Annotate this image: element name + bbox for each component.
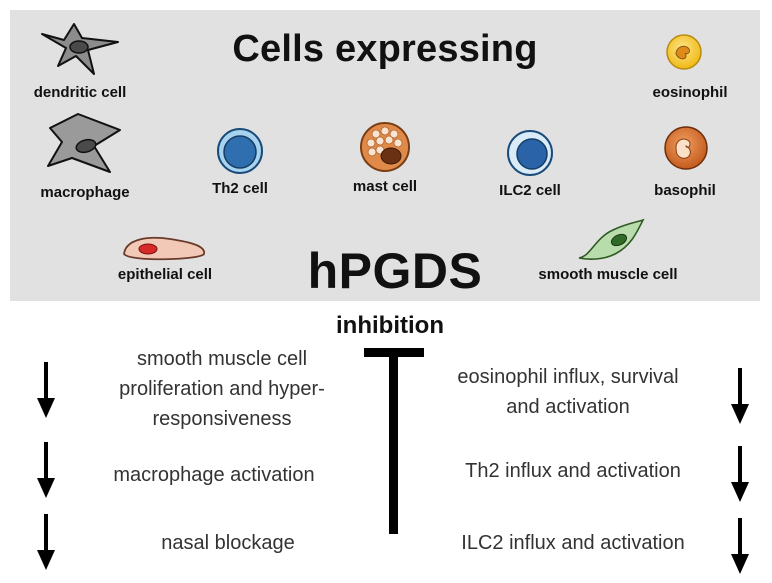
macrophage-icon	[40, 108, 130, 178]
panel-title: Cells expressing	[232, 28, 538, 70]
decrease-arrow-icon	[730, 518, 750, 574]
th2-cell-icon	[215, 126, 265, 176]
eosinophil-icon	[664, 32, 704, 72]
decrease-arrow-icon	[730, 368, 750, 424]
cell-label-mast: mast cell	[352, 178, 418, 195]
basophil-icon	[662, 124, 710, 172]
decrease-arrow-icon	[36, 442, 56, 498]
cell-label-basophil: basophil	[654, 182, 716, 199]
ilc2-cell-icon	[505, 128, 555, 178]
effect-right-ilc2: ILC2 influx and activation	[461, 532, 685, 554]
cell-label-th2: Th2 cell	[212, 180, 268, 197]
cell-label-epithelial: epithelial cell	[117, 266, 213, 283]
effect-right-eosinophil: eosinophil influx, survival and activati…	[457, 366, 679, 418]
cell-label-ilc2: ILC2 cell	[499, 182, 561, 199]
effect-left-nasal: nasal blockage	[161, 532, 295, 554]
cell-label-dendritic: dendritic cell	[33, 84, 127, 101]
smooth-muscle-cell-icon	[575, 218, 647, 264]
effect-left-smooth-muscle: smooth muscle cell proliferation and hyp…	[119, 348, 325, 430]
dendritic-cell-icon	[36, 18, 126, 78]
effect-right-th2: Th2 influx and activation	[465, 460, 681, 482]
cell-label-eosinophil: eosinophil	[652, 84, 728, 101]
decrease-arrow-icon	[36, 514, 56, 570]
inhibition-t-bar	[358, 346, 428, 536]
cell-label-smooth-muscle: smooth muscle cell	[538, 266, 678, 283]
mast-cell-icon	[358, 120, 412, 174]
effect-left-macrophage: macrophage activation	[113, 464, 315, 486]
inhibition-label: inhibition	[336, 312, 444, 339]
epithelial-cell-icon	[120, 230, 210, 264]
cell-label-macrophage: macrophage	[40, 184, 130, 201]
target-label: hPGDS	[307, 243, 483, 299]
decrease-arrow-icon	[36, 362, 56, 418]
decrease-arrow-icon	[730, 446, 750, 502]
